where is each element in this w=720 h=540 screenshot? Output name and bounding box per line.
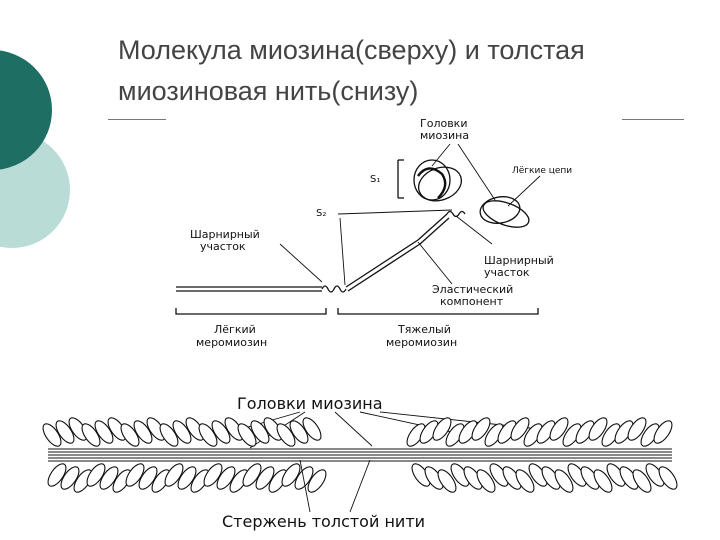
head-upper [133, 420, 153, 444]
head-upper [94, 420, 114, 444]
title-line-2: миозиновая нить(снизу) [118, 76, 419, 106]
head-upper [289, 420, 309, 444]
title-rule-left [108, 119, 166, 120]
head-upper [276, 423, 296, 447]
head-upper [588, 417, 608, 441]
label-lmm-2: меромиозин [196, 336, 267, 349]
head-upper [432, 417, 452, 441]
label-myosin-heads: Головки миозина [237, 394, 383, 413]
head-lower [476, 469, 496, 493]
head-lower [307, 469, 327, 493]
label-heads-2: миозина [420, 129, 469, 142]
head-lower [281, 463, 301, 487]
head-upper [237, 423, 257, 447]
label-hmm: Тяжелый [397, 323, 451, 336]
head-lower [164, 463, 184, 487]
head-upper [81, 423, 101, 447]
head-upper [627, 417, 647, 441]
label-s1: S₁ [370, 174, 380, 185]
label-light-chains: Лёгкие цепи [512, 166, 572, 176]
head-lower [242, 463, 262, 487]
head-lower [437, 469, 457, 493]
head-lower [138, 466, 158, 490]
myosin-molecule [175, 143, 541, 315]
head-upper [159, 423, 179, 447]
label-elastic: Эластический [432, 283, 513, 296]
head-lower [216, 466, 236, 490]
head-lower [658, 466, 678, 490]
label-lmm: Лёгкий [214, 323, 256, 336]
head-lower [203, 463, 223, 487]
head-lower [294, 466, 314, 490]
head-upper [172, 420, 192, 444]
label-hinge-left-2: участок [200, 240, 246, 253]
decorative-circles [0, 50, 70, 248]
head-lower [99, 466, 119, 490]
head-upper [250, 420, 270, 444]
head-upper [510, 417, 530, 441]
head-lower [177, 466, 197, 490]
head-upper [211, 420, 231, 444]
head-lower [632, 469, 652, 493]
head-upper [653, 420, 673, 444]
head-lower [593, 469, 613, 493]
head-lower [60, 466, 80, 490]
thick-filament [42, 417, 678, 493]
head-upper [55, 420, 75, 444]
label-hmm-2: меромиозин [386, 336, 457, 349]
label-hinge-right: Шарнирный [484, 254, 554, 267]
head-upper [120, 423, 140, 447]
label-hinge-right-2: участок [484, 266, 530, 279]
head-lower [47, 463, 67, 487]
title-rule-right [622, 119, 684, 120]
head-lower [125, 463, 145, 487]
slide-title: Молекула миозина(сверху) и толстая миози… [118, 30, 708, 112]
leader-lines-rod [299, 459, 371, 513]
label-rod: Стержень толстой нити [222, 512, 425, 531]
label-s2: S₂ [316, 208, 326, 219]
label-heads: Головки [420, 117, 467, 130]
label-hinge-left: Шарнирный [190, 228, 260, 241]
head-lower [255, 466, 275, 490]
head-upper [42, 423, 62, 447]
head-lower [515, 469, 535, 493]
head-upper [198, 423, 218, 447]
head-lower [86, 463, 106, 487]
head-upper [549, 417, 569, 441]
head-upper [471, 417, 491, 441]
title-line-1: Молекула миозина(сверху) и толстая [118, 35, 585, 65]
label-elastic-2: компонент [440, 295, 504, 308]
head-lower [554, 469, 574, 493]
head-upper [302, 417, 322, 441]
